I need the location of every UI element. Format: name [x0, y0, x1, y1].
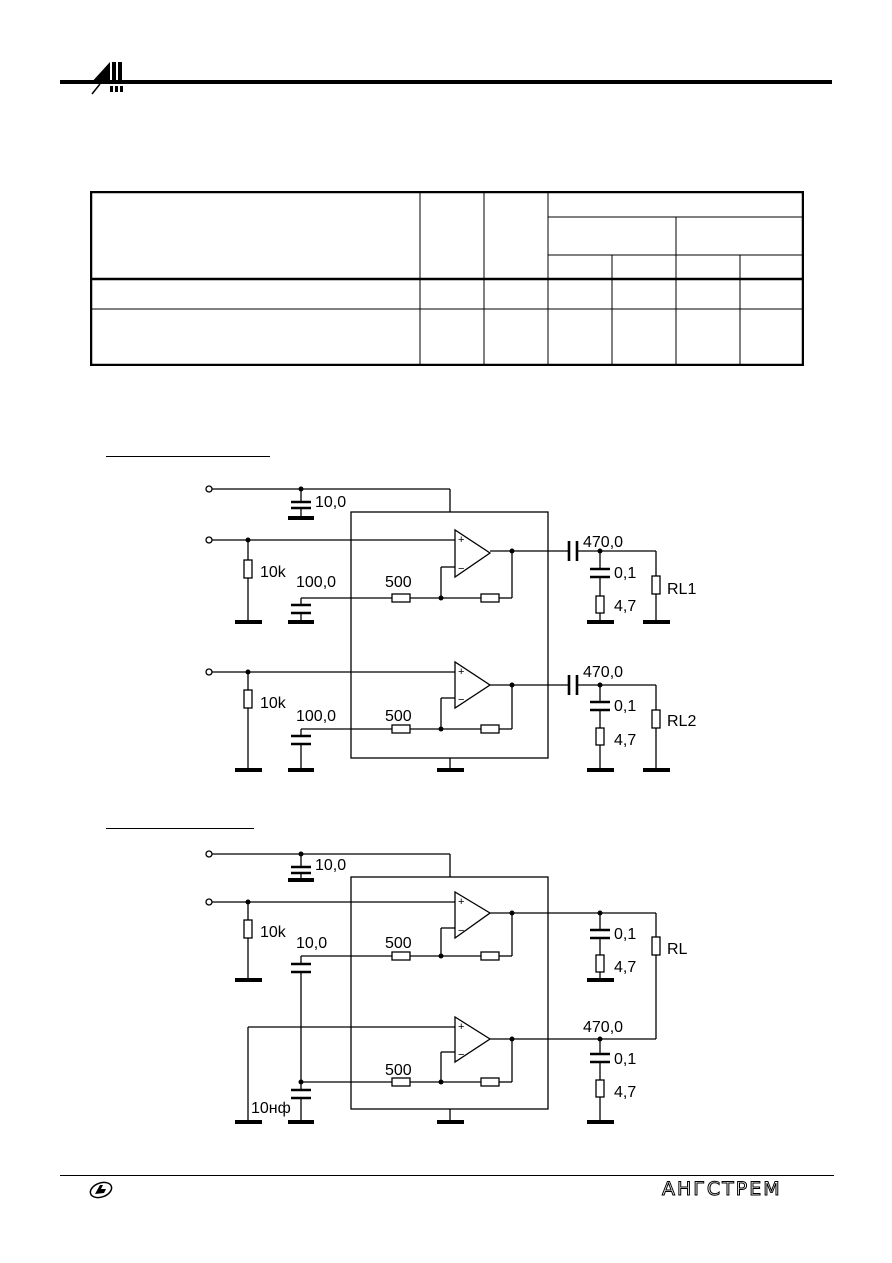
company-logo-icon — [90, 62, 123, 95]
schematic-stereo: 10,0 10k 100,0 500 470,0 0,1 4,7 RL1 10k… — [205, 485, 696, 772]
r-in-label: 10k — [260, 924, 287, 941]
amp-1-minus: − — [458, 925, 464, 937]
c-out-1-label: 470,0 — [583, 534, 623, 551]
amp-1-plus: + — [458, 534, 464, 546]
section-underline-1 — [106, 456, 270, 457]
brand-name: АНГСТРЕМ — [662, 1178, 782, 1201]
r-fb-1-label: 500 — [385, 935, 412, 952]
footer-logo-icon — [89, 1181, 113, 1199]
r-z-1-label: 4,7 — [614, 598, 636, 615]
c-out-2-label: 470,0 — [583, 664, 623, 681]
c-bridge-label: 10нф — [251, 1100, 291, 1117]
load-label: RL — [667, 941, 688, 958]
header-rule — [60, 80, 832, 84]
load-2-label: RL2 — [667, 713, 696, 730]
amp-2-minus: − — [458, 694, 464, 706]
amp-1-minus: − — [458, 563, 464, 575]
c-z-1-label: 0,1 — [614, 565, 636, 582]
r-in-2-label: 10k — [260, 695, 287, 712]
r-z-2-label: 4,7 — [614, 732, 636, 749]
r-fb-2-label: 500 — [385, 1062, 412, 1079]
footer-rule — [60, 1175, 834, 1176]
c-fb-2-label: 100,0 — [296, 708, 336, 725]
r-z-1-label: 4,7 — [614, 959, 636, 976]
r-fb-1-label: 500 — [385, 574, 412, 591]
c-out-label: 470,0 — [583, 1019, 623, 1036]
c-supply-label: 10,0 — [315, 857, 346, 874]
section-underline-2 — [106, 828, 254, 829]
r-in-1-label: 10k — [260, 564, 287, 581]
r-fb-2-label: 500 — [385, 708, 412, 725]
c-fb-label: 10,0 — [296, 935, 327, 952]
c-z-2-label: 0,1 — [614, 698, 636, 715]
amp-2-plus: + — [458, 1021, 464, 1033]
amp-1-plus: + — [458, 896, 464, 908]
c-z-1-label: 0,1 — [614, 926, 636, 943]
spec-table — [90, 191, 804, 366]
r-z-2-label: 4,7 — [614, 1084, 636, 1101]
load-1-label: RL1 — [667, 581, 696, 598]
c-supply-label: 10,0 — [315, 494, 346, 511]
schematic-bridge: 10,0 10k 10,0 500 0,1 4,7 RL 470,0 500 0… — [205, 850, 688, 1124]
c-z-2-label: 0,1 — [614, 1051, 636, 1068]
amp-2-minus: − — [458, 1049, 464, 1061]
amp-2-plus: + — [458, 666, 464, 678]
c-fb-1-label: 100,0 — [296, 574, 336, 591]
